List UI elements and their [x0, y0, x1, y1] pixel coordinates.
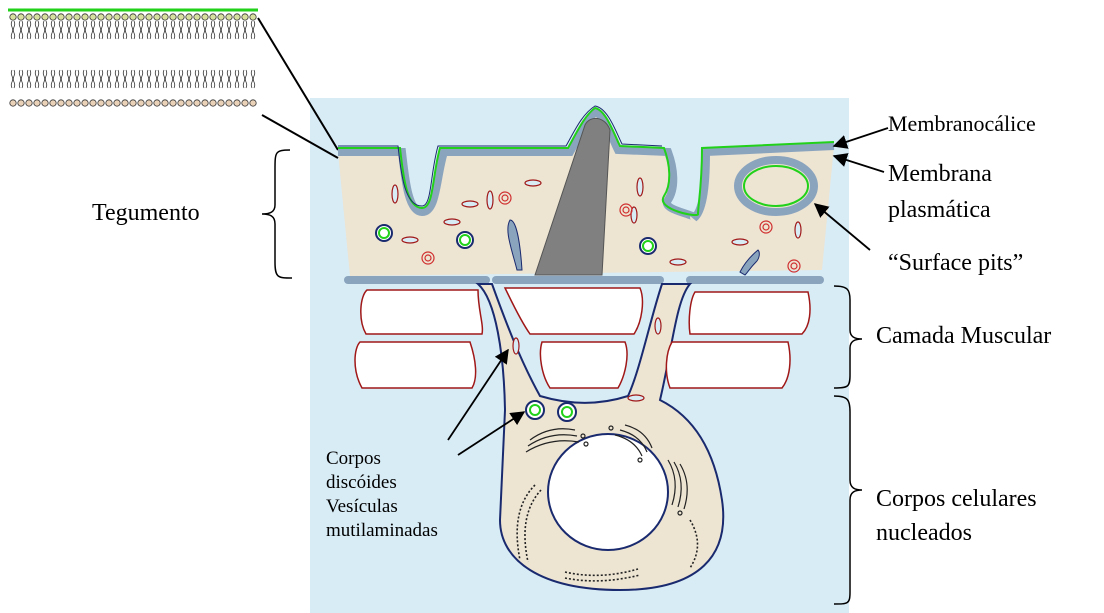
surface-pit [738, 160, 814, 212]
discoid-body-icon [513, 338, 519, 354]
label-tegumento: Tegumento [92, 200, 200, 228]
multilaminate-vesicle-icon [526, 401, 544, 419]
discoid-body-icon [392, 185, 398, 203]
discoid-body-icon [628, 395, 644, 401]
label-membrana-line1: Membrana [888, 161, 992, 189]
discoid-body-icon [402, 237, 418, 243]
basal-membrane [344, 276, 824, 284]
discoid-body-icon [637, 178, 643, 196]
discoid-body-icon [732, 239, 748, 245]
discoid-body-icon [487, 191, 493, 209]
label-corpos-discoides-line1: Corpos [326, 447, 381, 470]
discoid-body-icon [655, 318, 661, 334]
label-surface-pits: “Surface pits” [888, 250, 1023, 278]
multilaminate-vesicle-icon [376, 225, 392, 241]
discoid-body-icon [795, 222, 801, 238]
multilaminate-vesicle-icon [457, 232, 473, 248]
label-vesiculas-line1: Vesículas [326, 495, 398, 518]
discoid-body-icon [444, 219, 460, 225]
discoid-body-icon [670, 259, 686, 265]
label-corpos-celulares-line2: nucleados [876, 520, 972, 548]
label-membrana-line2: plasmática [888, 197, 991, 225]
discoid-body-icon [525, 180, 541, 186]
multilaminate-vesicle-icon [640, 238, 656, 254]
label-vesiculas-line2: mutilaminadas [326, 519, 438, 542]
label-membranocalice: Membranocálice [888, 111, 1036, 136]
label-camada-muscular: Camada Muscular [876, 323, 1051, 351]
discoid-body-icon [462, 201, 478, 207]
lipid-bilayer-icon [8, 10, 258, 108]
label-corpos-discoides-line2: discóides [326, 471, 397, 494]
brace-tegumento [262, 150, 292, 278]
bilayer-pointer-line-top [258, 18, 338, 150]
multilaminate-vesicle-icon [558, 403, 576, 421]
nucleus-icon [548, 434, 668, 550]
label-corpos-celulares-line1: Corpos celulares [876, 486, 1037, 514]
